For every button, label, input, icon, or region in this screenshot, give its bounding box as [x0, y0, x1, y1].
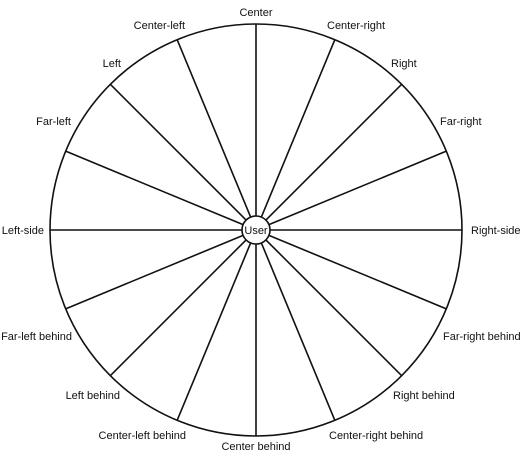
spoke-center-left-behind [176, 242, 252, 421]
direction-labels: Center Center-right Right Far-right Righ… [1, 7, 521, 453]
label-center-behind: Center behind [221, 441, 290, 453]
label-center-left-behind: Center-left behind [99, 430, 186, 442]
label-left: Left [103, 58, 121, 70]
label-left-side: Left-side [2, 225, 44, 237]
label-right: Right [391, 58, 417, 70]
label-far-right-behind: Far-right behind [443, 331, 521, 343]
label-center: Center [239, 7, 272, 19]
spoke-left [109, 83, 247, 221]
user-label: User [244, 225, 268, 237]
direction-spokes [50, 24, 462, 436]
spoke-far-right [268, 150, 447, 226]
label-left-behind: Left behind [66, 390, 120, 402]
spoke-far-left-behind [65, 234, 244, 310]
label-far-right: Far-right [440, 116, 482, 128]
label-center-right-behind: Center-right behind [329, 430, 423, 442]
user-circle [241, 215, 271, 245]
spoke-far-left [65, 150, 244, 226]
label-center-right: Center-right [327, 20, 385, 32]
spoke-center-left [176, 39, 252, 218]
spoke-right-behind [265, 239, 403, 377]
label-far-left-behind: Far-left behind [1, 331, 72, 343]
label-right-behind: Right behind [393, 390, 455, 402]
spoke-center-right [260, 39, 336, 218]
spoke-left-behind [109, 239, 247, 377]
spoke-center-right-behind [260, 242, 336, 421]
spoke-far-right-behind [268, 234, 447, 310]
label-far-left: Far-left [36, 116, 71, 128]
label-right-side: Right-side [471, 225, 521, 237]
spoke-right [265, 83, 403, 221]
label-center-left: Center-left [134, 20, 185, 32]
